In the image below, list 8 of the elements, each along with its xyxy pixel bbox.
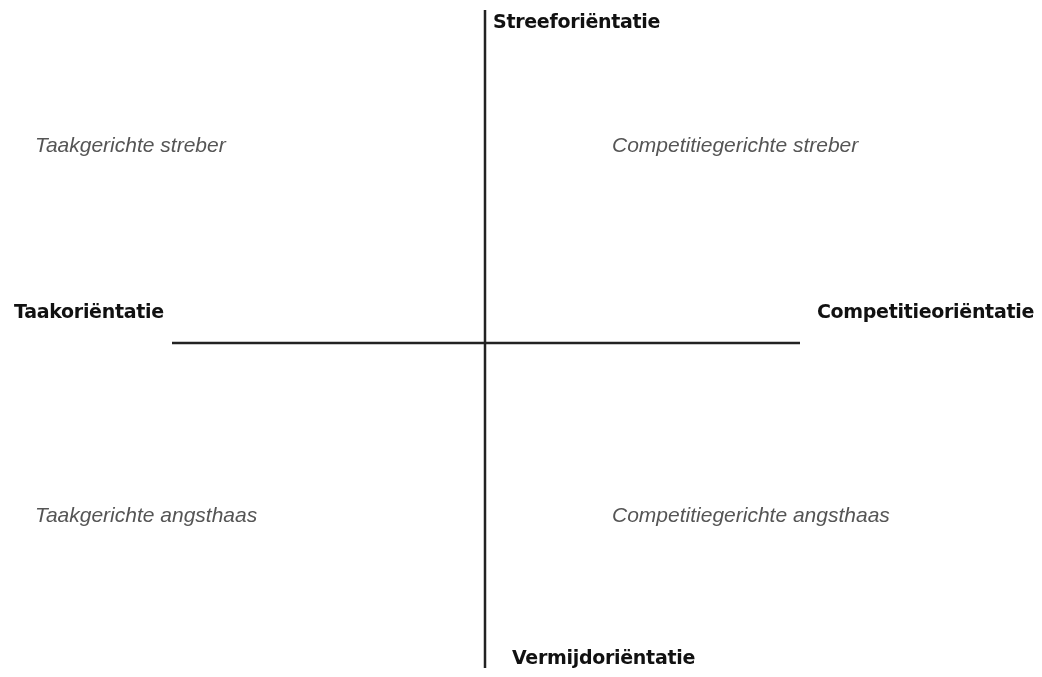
axis-label: Streeforiëntatie: [493, 10, 661, 33]
quadrant-label: Competitiegerichte angsthaas: [612, 502, 890, 528]
quadrant-label: Competitiegerichte streber: [612, 132, 859, 158]
axis-label: Vermijdoriëntatie: [512, 646, 695, 669]
quadrant-label: Taakgerichte angsthaas: [35, 502, 258, 528]
axis-label: Competitieoriëntatie: [816, 300, 1034, 323]
quadrant-label: Taakgerichte streber: [35, 132, 226, 158]
axis-label: Taakoriëntatie: [14, 300, 164, 323]
